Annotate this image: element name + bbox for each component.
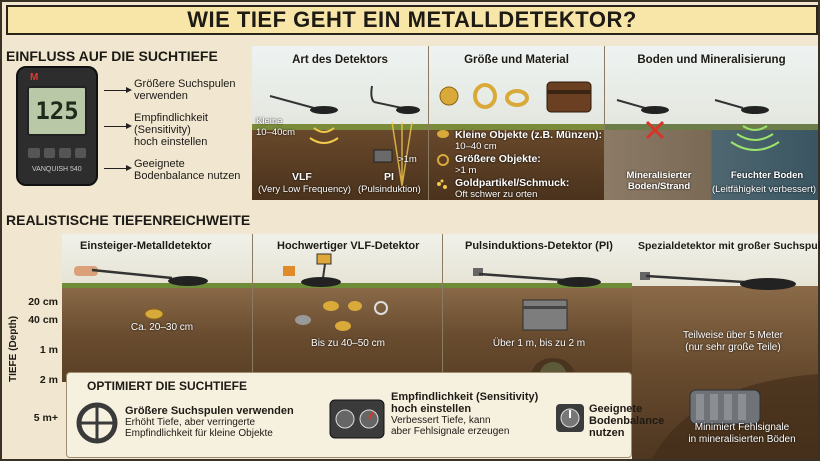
bullet-coil: Größere Suchspulen verwenden xyxy=(134,78,236,102)
optimize-sensitivity: Empfindlichkeit (Sensitivity) hoch einst… xyxy=(391,391,539,437)
ground-balance-knob-icon xyxy=(556,404,584,432)
wet-soil-label: Feuchter Boden xyxy=(730,170,804,181)
scene-beginner: Einsteiger-Metalldetektor Ca. 20–30 cm xyxy=(62,234,252,382)
sensitivity-panel-icon xyxy=(329,399,385,439)
scene-beginner-range: Ca. 20–30 cm xyxy=(130,322,194,333)
main-title: WIE TIEF GEHT EIN METALLDETEKTOR? xyxy=(187,7,637,32)
mineral-soil-label: Mineralisierter Boden/Strand xyxy=(626,170,692,192)
gold-particles-item: Goldpartikel/Schmuck:Oft schwer zu orten xyxy=(455,177,570,201)
panel-soil: Boden und Mineralisierung Mineralisierte… xyxy=(604,46,818,200)
pi-illustration xyxy=(473,268,601,380)
brand-logo: M xyxy=(30,72,39,83)
ground-balance-benefit: Minimiert Fehlsignale in mineralisierten… xyxy=(688,422,796,445)
depth-mark: 20 cm xyxy=(28,296,58,308)
arrow-icon xyxy=(104,87,132,93)
large-objects-item: Größere Objekte:>1 m xyxy=(455,153,541,177)
size-material-title: Größe und Material xyxy=(464,54,569,66)
scene-vlf: Hochwertiger VLF-Detektor Bis zu 40–50 c… xyxy=(252,234,442,382)
scene-vlf-title: Hochwertiger VLF-Detektor xyxy=(277,240,420,252)
soil-title: Boden und Mineralisierung xyxy=(637,54,786,66)
pi-label: PI xyxy=(384,171,394,183)
device-model: VANQUISH 540 xyxy=(32,166,82,173)
depth-mark: 40 cm xyxy=(28,314,58,326)
scene-pi-title: Pulsinduktions-Detektor (PI) xyxy=(465,240,613,252)
factor-panels: Art des Detektors Kleine 10–40cm VLF (Ve… xyxy=(252,46,818,200)
optimize-title: OPTIMIERT DIE SUCHTIEFE xyxy=(87,379,248,393)
scene-vlf-range: Bis zu 40–50 cm xyxy=(311,338,385,349)
scene-beginner-title: Einsteiger-Metalldetektor xyxy=(80,240,212,252)
vlf-subtitle: (Very Low Frequency) xyxy=(258,184,351,195)
device-buttons xyxy=(28,148,86,158)
arrow-icon xyxy=(104,165,132,171)
optimize-ground-balance: Geeignete Bodenbalance nutzen xyxy=(589,403,665,439)
vlf-illustration xyxy=(283,253,388,331)
depth-mark: 1 m xyxy=(39,344,58,356)
detector-illustration xyxy=(269,85,420,187)
small-objects-item: Kleine Objekte (z.B. Münzen):10–40 cm xyxy=(455,129,603,153)
vlf-label: VLF xyxy=(292,171,312,183)
depth-axis: 20 cm 40 cm 1 m 2 m 5 m+ TIEFE (Depth) xyxy=(6,206,62,459)
bullet-ground-balance: Geeignete Bodenbalance nutzen xyxy=(134,158,241,182)
optimize-box: OPTIMIERT DIE SUCHTIEFE Größere Suchspul… xyxy=(66,372,665,458)
title-bar: WIE TIEF GEHT EIN METALLDETEKTOR? xyxy=(6,5,818,35)
scene-special-title: Spezialdetektor mit großer Suchspule xyxy=(638,240,820,252)
influence-section: EINFLUSS AUF DIE SUCHTIEFE M 125 VANQUIS… xyxy=(6,46,250,200)
scene-pi-range: Über 1 m, bis zu 2 m xyxy=(492,338,586,349)
wet-soil-sub: (Leitfähigkeit verbessert) xyxy=(711,184,817,195)
pi-subtitle: (Pulsinduktion) xyxy=(358,184,421,195)
depth-mark: 5 m+ xyxy=(33,412,58,424)
depth-axis-title: TIEFE (Depth) xyxy=(8,315,19,382)
beginner-illustration xyxy=(74,266,208,320)
depth-mark: 2 m xyxy=(39,374,58,386)
device-display: 125 xyxy=(27,86,87,136)
panel-detector-type: Art des Detektors Kleine 10–40cm VLF (Ve… xyxy=(252,46,428,200)
search-coil-icon xyxy=(76,402,118,444)
panel-size-material: Größe und Material Kleine Objekte (z.B. … xyxy=(428,46,604,200)
special-illustration xyxy=(640,272,818,459)
detector-type-title: Art des Detektors xyxy=(292,54,388,66)
scene-pi: Pulsinduktions-Detektor (PI) Über 1 m, b… xyxy=(442,234,632,382)
arrow-icon xyxy=(104,123,132,129)
realistic-depth-section: REALISTISCHE TIEFENREICHWEITE 20 cm 40 c… xyxy=(6,206,820,459)
realistic-heading: REALISTISCHE TIEFENREICHWEITE xyxy=(6,212,251,228)
pi-depth: >1m xyxy=(398,154,417,165)
objects-illustration xyxy=(437,81,592,189)
influence-heading: EINFLUSS AUF DIE SUCHTIEFE xyxy=(6,48,218,64)
small-object-depth: Kleine 10–40cm xyxy=(256,116,296,138)
scene-special: Spezialdetektor mit großer Suchspule Tei… xyxy=(632,234,820,459)
scene-special-range: Teilweise über 5 Meter (nur sehr große T… xyxy=(682,330,784,353)
detector-device: M 125 VANQUISH 540 xyxy=(16,66,98,186)
bullet-sensitivity: Empfindlichkeit (Sensitivity) hoch einst… xyxy=(134,112,208,148)
soil-illustration xyxy=(616,99,780,151)
optimize-coil: Größere Suchspulen verwenden Erhöht Tief… xyxy=(125,405,294,439)
